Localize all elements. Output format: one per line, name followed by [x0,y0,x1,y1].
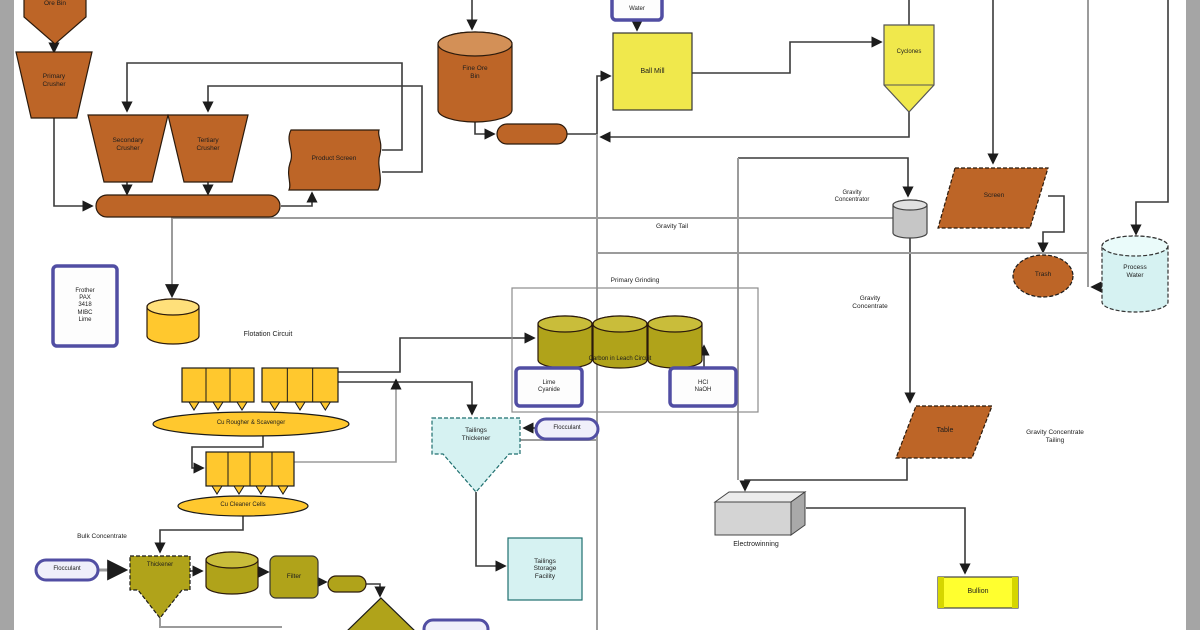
cyclones [883,24,935,113]
flow-line-26 [154,514,244,554]
mill-feed-conveyor [496,123,568,145]
electrowinning [714,501,792,536]
bullion-right-edge [1012,577,1018,608]
concentrate-thickener [129,555,191,619]
regrind-mill [347,597,415,630]
transfer-pill [327,575,367,593]
flow-line-17 [165,217,893,299]
cleaner-bank-tooth [255,485,267,495]
primary-crusher [15,51,93,119]
bullion [937,576,1019,609]
flow-line-1 [53,118,94,212]
cil-tank-2-top [592,315,648,333]
cleaner-bank-tooth [277,485,289,495]
flow-line-21 [337,332,536,373]
stock-tank-top [205,551,259,569]
trash-ellipse [1012,254,1074,298]
fine-ore-bin-top [437,31,513,57]
cleaner-launder [177,495,309,517]
flocculant-pill-1 [534,417,600,441]
flow-line-16 [1037,195,1065,254]
tailings-storage-facility [507,537,583,601]
flow-line-6 [281,191,318,207]
ball-mill [612,32,693,111]
rougher-bank-2-tooth [268,401,281,411]
flow-line-19 [738,157,914,198]
rougher-bank-2-tooth [294,401,306,411]
shaking-table [895,405,993,459]
flocculant-pill-2 [34,558,100,582]
product-screen [287,129,382,191]
mill-water-box [610,0,664,22]
connector-lines [48,0,1169,630]
electrowinning-top [713,491,807,503]
conditioner-tank-top [146,298,200,316]
flow-line-13 [599,112,910,143]
secondary-crusher [87,114,169,183]
flow-line-37 [806,507,971,575]
rougher-bank-2 [261,367,339,403]
flow-line-25 [191,434,264,474]
cil-container [511,287,759,413]
process-shapes [15,0,1169,630]
flow-line-2 [121,62,403,151]
flow-line-39 [1130,0,1169,236]
rougher-bank-1-tooth [236,401,248,411]
sizing-screen [937,167,1049,229]
cil-tank-1-top [537,315,593,333]
cleaner-bank-tooth [233,485,245,495]
cil-tank-3-top [647,315,703,333]
flow-line-27 [294,378,402,463]
flow-line-36 [366,583,386,598]
ore-bin [23,0,87,45]
flow-line-3 [202,85,423,173]
process-water-tank-top [1101,235,1169,257]
flow-line-8 [474,122,496,140]
flow-line-12 [692,36,883,74]
bullion-left-edge [938,577,944,608]
flow-line-29 [475,492,507,572]
rougher-bank-1-tooth [188,401,200,411]
left-gray-margin [0,0,14,630]
flow-line-38 [739,458,908,492]
tertiary-crusher [167,114,249,183]
gravity-concentrator-top [892,199,928,211]
stockpile-conveyor [95,194,281,218]
rougher-bank-1 [181,367,255,403]
lime-cyanide-box [514,366,584,408]
right-gray-margin [1186,0,1200,630]
acid-caustic-box [668,366,738,408]
cleaner-bank-tooth [211,485,223,495]
rougher-bank-1-tooth [212,401,224,411]
flow-line-9 [567,70,612,135]
rougher-bank-2-tooth [319,401,332,411]
flotation-reagents-box [51,264,119,348]
rougher-launder [152,411,350,437]
filter [269,555,319,599]
reagent-pill-bottom [422,618,490,630]
flow-line-32 [159,618,282,628]
flow-line-24 [337,381,478,416]
tailings-thickener [431,417,521,493]
